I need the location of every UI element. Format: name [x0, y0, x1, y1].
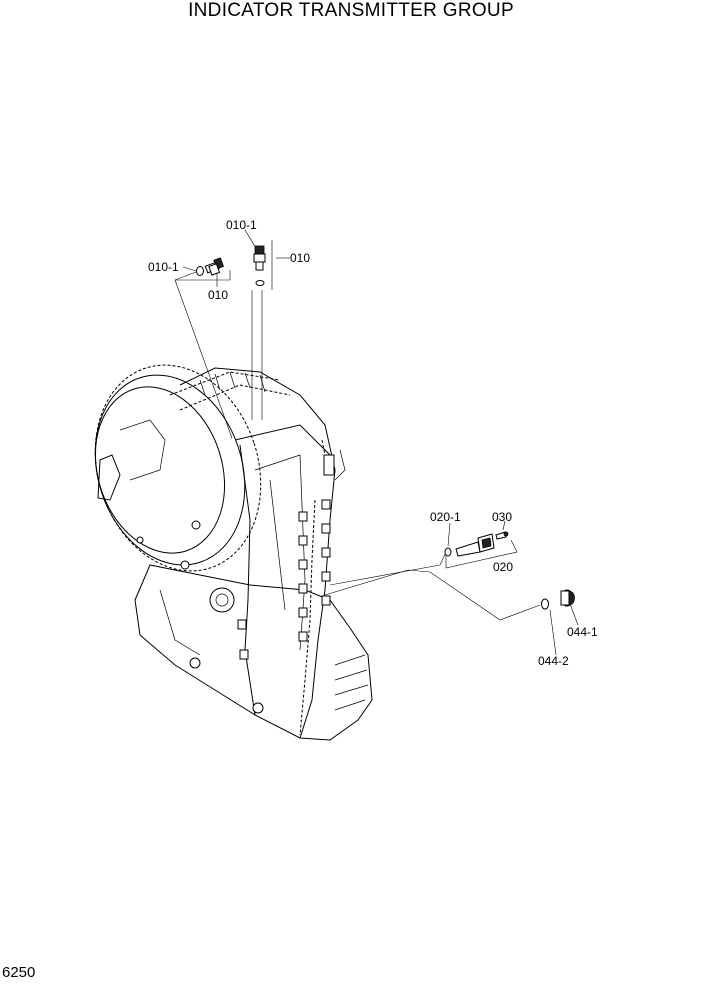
label-030: 030: [492, 510, 512, 524]
assembly-lines: [174, 229, 579, 656]
screw-030: [495, 531, 509, 540]
flange-bolts: [237, 499, 331, 660]
part-010-top[interactable]: [253, 245, 266, 286]
page-number: 6250: [2, 964, 36, 981]
part-010-left[interactable]: [196, 257, 224, 276]
speed-sensor-020: [455, 533, 495, 557]
part-020-group[interactable]: [444, 531, 509, 557]
o-ring-010-1-left: [196, 266, 204, 276]
label-020-1: 020-1: [430, 510, 461, 524]
label-010-top: 010: [290, 251, 310, 265]
label-010-1-left: 010-1: [148, 260, 179, 274]
o-ring-044-2: [541, 598, 549, 610]
sensor-010-top: [253, 245, 266, 271]
label-020: 020: [493, 560, 513, 574]
label-044-1: 044-1: [567, 625, 598, 639]
label-010-left: 010: [208, 288, 228, 302]
page-title: INDICATOR TRANSMITTER GROUP: [188, 0, 514, 21]
label-010-1-top: 010-1: [226, 218, 257, 232]
part-labels: 010-1 010 010-1 010 020-1 030 020 044-1 …: [148, 218, 598, 668]
o-ring-020-1: [444, 547, 452, 557]
transmission-housing: [94, 364, 373, 741]
label-044-2: 044-2: [538, 654, 569, 668]
plug-044-1: [560, 589, 575, 607]
part-044-group[interactable]: [541, 589, 575, 610]
sensor-010-left: [204, 257, 224, 276]
o-ring-010-1-top: [255, 280, 265, 286]
